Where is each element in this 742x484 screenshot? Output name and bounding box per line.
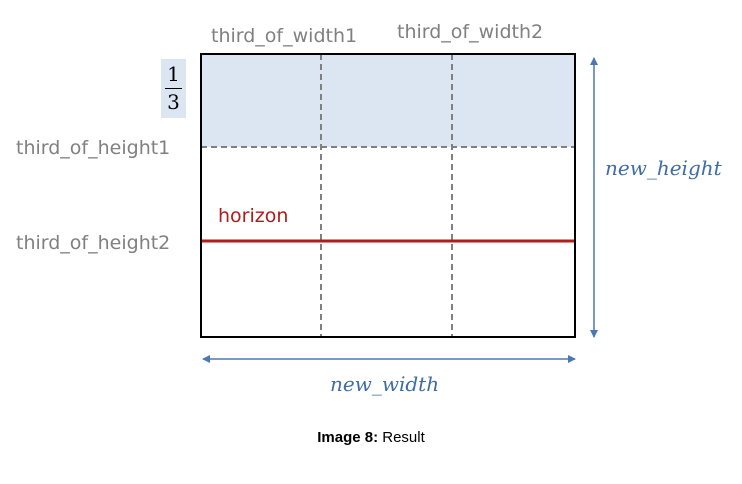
horizon-label: horizon: [218, 205, 289, 227]
top-third-shaded-region: [201, 54, 575, 147]
third-of-height1-label: third_of_height1: [16, 137, 171, 159]
caption-bold: Image 8:: [317, 429, 379, 446]
third-of-width2-label: third_of_width2: [397, 21, 544, 43]
fraction-bar: [165, 88, 182, 89]
fraction-numerator: 1: [167, 62, 180, 86]
one-third-fraction: 1 3: [161, 59, 186, 118]
new-width-label: new_width: [330, 372, 440, 396]
figure-caption: Image 8: Result: [0, 430, 742, 445]
image-frame: [200, 53, 576, 338]
caption-text: Result: [378, 429, 425, 446]
third-of-height2-label: third_of_height2: [16, 232, 171, 254]
fraction-denominator: 3: [167, 90, 180, 114]
third-of-width1-label: third_of_width1: [211, 25, 358, 47]
new-height-label: new_height: [605, 156, 722, 180]
